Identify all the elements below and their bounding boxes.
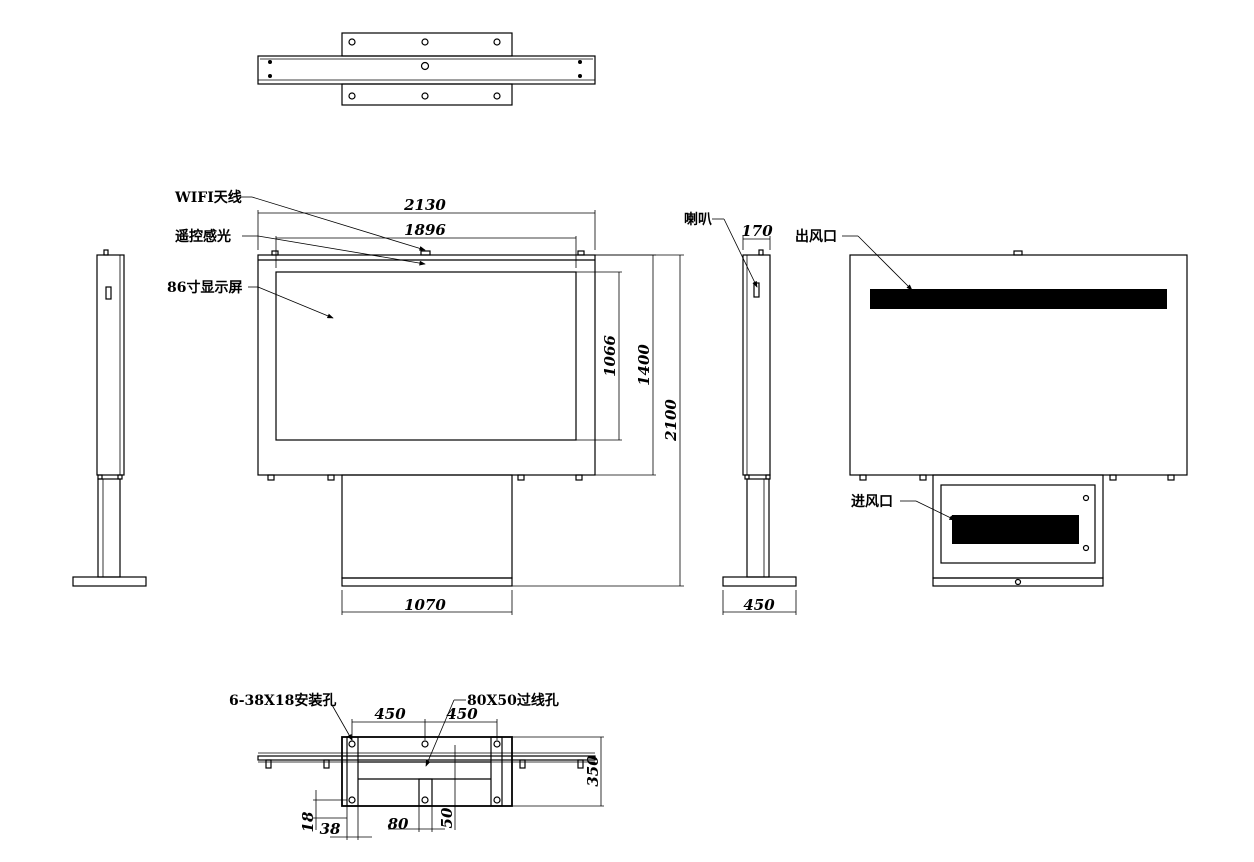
dim-450-right: 450 — [446, 705, 478, 723]
inlet-vent — [952, 515, 1079, 544]
dim-38: 38 — [320, 820, 341, 838]
bolt-holes — [268, 38, 582, 100]
label-wifi-antenna: WIFI天线 — [174, 189, 242, 206]
left-side-view — [72, 249, 147, 587]
base-plan-view: 450 450 350 18 38 80 50 6-38X18安装孔 80X50… — [229, 692, 604, 840]
dim-1400: 1400 — [635, 344, 653, 386]
label-cable-hole: 80X50过线孔 — [467, 692, 559, 709]
dim-170: 170 — [741, 222, 773, 240]
label-display-screen: 86寸显示屏 — [167, 279, 242, 296]
dim-1896: 1896 — [404, 221, 446, 239]
front-dimensions: 2130 1896 1066 1400 2100 1070 — [257, 196, 684, 615]
label-mounting-holes: 6-38X18安装孔 — [229, 692, 336, 709]
dim-50: 50 — [438, 807, 456, 828]
label-remote-sensor: 遥控感光 — [175, 228, 231, 245]
label-air-outlet: 出风口 — [795, 228, 837, 245]
outlet-vent — [870, 289, 1167, 309]
dim-350: 350 — [584, 755, 602, 787]
dim-450-left: 450 — [374, 705, 406, 723]
dim-18: 18 — [299, 811, 317, 832]
dim-450-base: 450 — [743, 596, 775, 614]
dim-1066: 1066 — [601, 335, 619, 377]
dim-2130: 2130 — [403, 196, 446, 214]
dim-80: 80 — [388, 815, 409, 833]
label-speaker: 喇叭 — [684, 211, 712, 228]
dim-2100: 2100 — [662, 399, 680, 442]
front-leaders: WIFI天线 遥控感光 86寸显示屏 — [167, 189, 426, 319]
label-air-inlet: 进风口 — [851, 494, 893, 510]
front-view — [257, 250, 596, 587]
rear-view: 出风口 进风口 — [795, 228, 1188, 587]
top-view — [257, 32, 596, 106]
right-side-view: 170 450 喇叭 — [684, 211, 797, 615]
dim-1070: 1070 — [404, 596, 446, 614]
